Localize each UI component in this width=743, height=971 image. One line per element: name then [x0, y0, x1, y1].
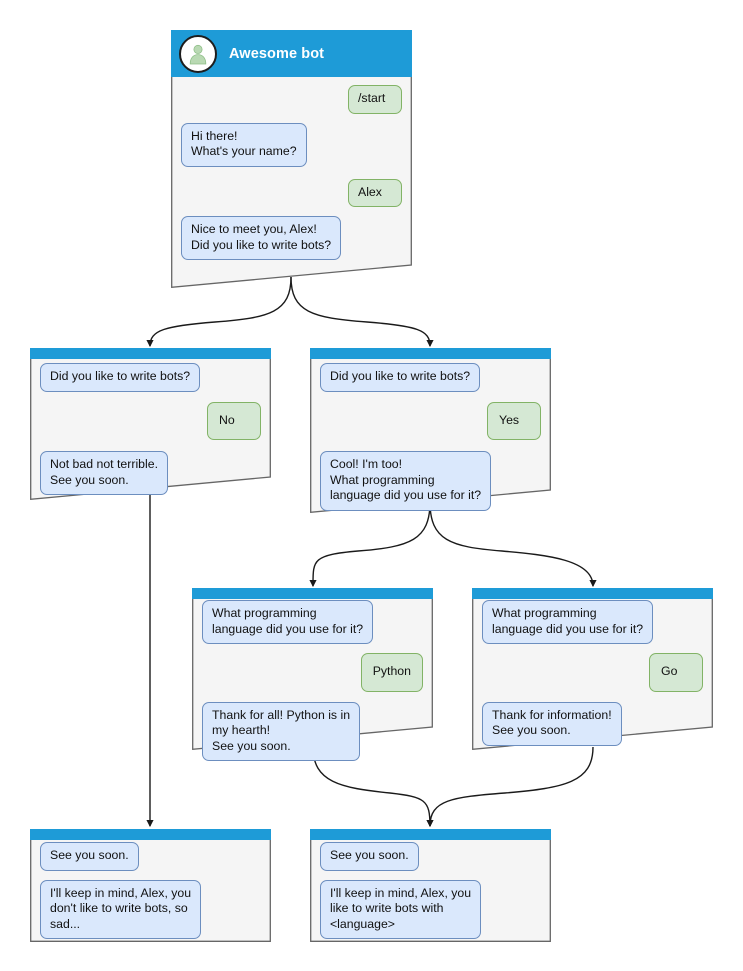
go-branch-card[interactable]: What programming language did you use fo…: [472, 588, 713, 750]
message-row: Python: [202, 653, 423, 692]
bot-message-bubble: Cool! I'm too! What programming language…: [320, 451, 492, 511]
user-message-bubble: Go: [649, 653, 703, 692]
message-row: Alex: [181, 178, 402, 207]
bot-message-bubble: Thank for information! See you soon.: [482, 701, 622, 746]
root-messages: /start Hi there! What's your name? Alex …: [171, 85, 412, 269]
edge-go-to-end: [426, 746, 594, 828]
bot-message-bubble: Thank for all! Python is in my hearth! S…: [202, 701, 361, 761]
card-accent-bar: [30, 829, 271, 840]
card-accent-bar: [472, 588, 713, 599]
bot-title: Awesome bot: [229, 45, 325, 62]
no-branch-card[interactable]: Did you like to write bots? No Not bad n…: [30, 348, 271, 500]
bot-message-bubble: What programming language did you use fo…: [202, 600, 374, 644]
message-row: Hi there! What's your name?: [181, 122, 402, 167]
message-row: See you soon.: [320, 842, 541, 871]
message-row: Nice to meet you, Alex! Did you like to …: [181, 216, 402, 260]
no-branch-messages: Did you like to write bots? No Not bad n…: [30, 363, 271, 504]
user-message-bubble: Python: [360, 653, 423, 692]
bot-message-bubble: What programming language did you use fo…: [482, 600, 654, 644]
message-row: Go: [482, 653, 703, 692]
python-branch-messages: What programming language did you use fo…: [192, 600, 433, 770]
bot-message-bubble: See you soon.: [40, 842, 139, 871]
person-avatar-icon: [189, 44, 207, 64]
message-row: What programming language did you use fo…: [202, 600, 423, 644]
yes-branch-messages: Did you like to write bots? Yes Cool! I'…: [310, 363, 551, 520]
go-branch-messages: What programming language did you use fo…: [472, 600, 713, 755]
bot-message-bubble: See you soon.: [320, 842, 419, 871]
message-row: I'll keep in mind, Alex, you like to wri…: [320, 879, 541, 939]
end-yes-messages: See you soon. I'll keep in mind, Alex, y…: [310, 842, 551, 948]
message-row: Did you like to write bots?: [40, 363, 261, 392]
user-message-bubble: Yes: [487, 401, 541, 440]
bot-message-bubble: Hi there! What's your name?: [181, 122, 307, 167]
bot-message-bubble: Nice to meet you, Alex! Did you like to …: [181, 216, 342, 260]
python-branch-card[interactable]: What programming language did you use fo…: [192, 588, 433, 761]
card-accent-bar: [30, 348, 271, 359]
bot-message-bubble: I'll keep in mind, Alex, you don't like …: [40, 879, 202, 939]
message-row: Not bad not terrible. See you soon.: [40, 451, 261, 495]
message-row: No: [40, 401, 261, 440]
end-no-messages: See you soon. I'll keep in mind, Alex, y…: [30, 842, 271, 948]
bot-message-bubble: Did you like to write bots?: [320, 363, 481, 392]
message-row: What programming language did you use fo…: [482, 600, 703, 644]
message-row: /start: [181, 85, 402, 114]
message-row: Cool! I'm too! What programming language…: [320, 451, 541, 511]
user-message-bubble: Alex: [348, 178, 402, 207]
message-row: See you soon.: [40, 842, 261, 871]
message-row: Yes: [320, 401, 541, 440]
user-message-bubble: No: [207, 401, 261, 440]
message-row: I'll keep in mind, Alex, you don't like …: [40, 879, 261, 939]
card-accent-bar: [192, 588, 433, 599]
message-row: Thank for all! Python is in my hearth! S…: [202, 701, 423, 761]
bot-header: Awesome bot: [171, 30, 412, 77]
card-accent-bar: [310, 829, 551, 840]
message-row: Did you like to write bots?: [320, 363, 541, 392]
root-card[interactable]: Awesome bot /start Hi there! What's your…: [171, 30, 412, 288]
user-message-bubble: /start: [348, 85, 402, 114]
avatar: [179, 34, 217, 73]
end-no-card[interactable]: See you soon. I'll keep in mind, Alex, y…: [30, 829, 271, 942]
bot-message-bubble: Not bad not terrible. See you soon.: [40, 451, 169, 495]
end-yes-card[interactable]: See you soon. I'll keep in mind, Alex, y…: [310, 829, 551, 942]
bot-message-bubble: I'll keep in mind, Alex, you like to wri…: [320, 879, 482, 939]
card-accent-bar: [310, 348, 551, 359]
bot-message-bubble: Did you like to write bots?: [40, 363, 201, 392]
message-row: Thank for information! See you soon.: [482, 701, 703, 746]
yes-branch-card[interactable]: Did you like to write bots? Yes Cool! I'…: [310, 348, 551, 513]
